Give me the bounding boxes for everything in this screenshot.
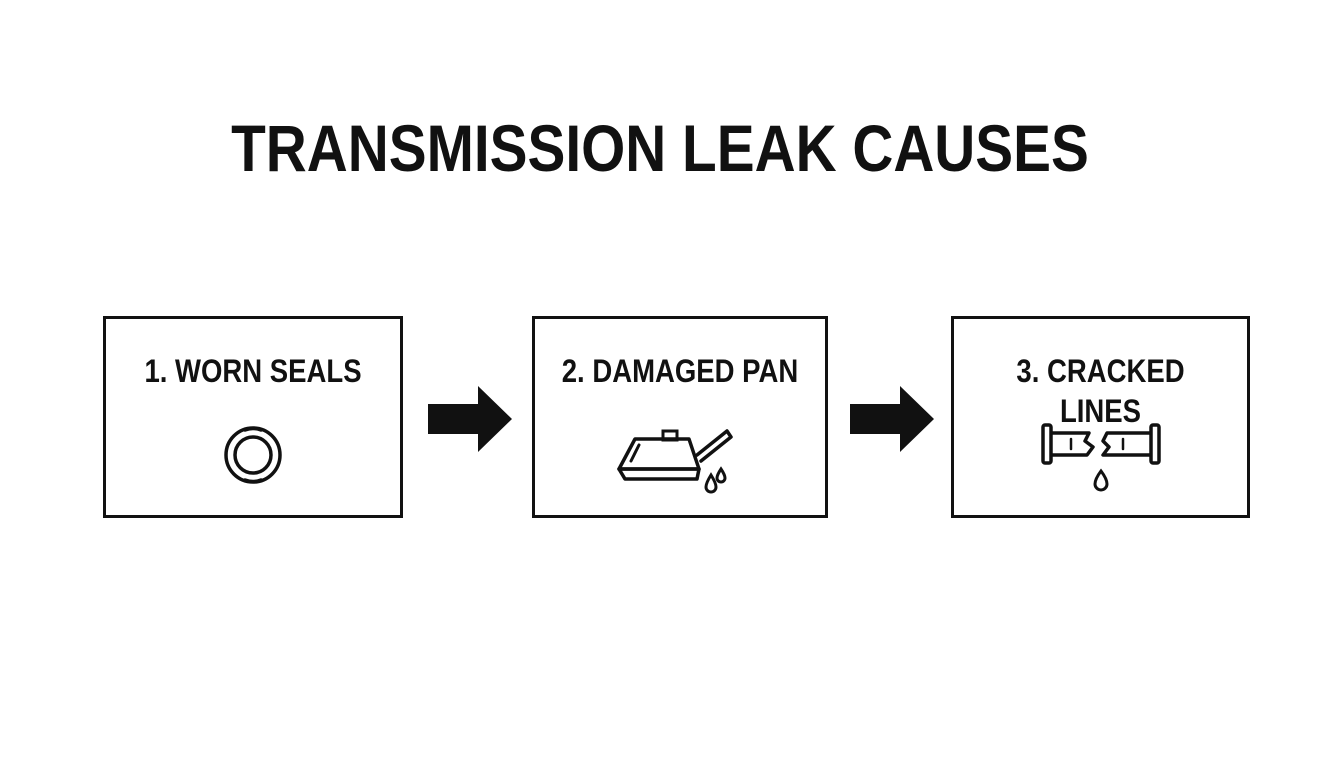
- step-label: 3. CRACKED LINES: [1016, 353, 1185, 429]
- step-box-cracked-lines: 3. CRACKED LINES: [951, 316, 1250, 518]
- seal-ring-icon: [223, 417, 283, 498]
- diagram-title: TRANSMISSION LEAK CAUSES: [231, 111, 1089, 185]
- cracked-pipe-icon: [1040, 417, 1161, 504]
- right-arrow-icon: [850, 386, 934, 457]
- step-box-damaged-pan: 2. DAMAGED PAN: [532, 316, 828, 518]
- step-label: 2. DAMAGED PAN: [561, 353, 799, 389]
- step-label: 1. WORN SEALS: [144, 353, 362, 389]
- right-arrow-icon: [428, 386, 512, 457]
- step-box-worn-seals: 1. WORN SEALS: [103, 316, 403, 518]
- leaking-pan-icon: [615, 417, 745, 502]
